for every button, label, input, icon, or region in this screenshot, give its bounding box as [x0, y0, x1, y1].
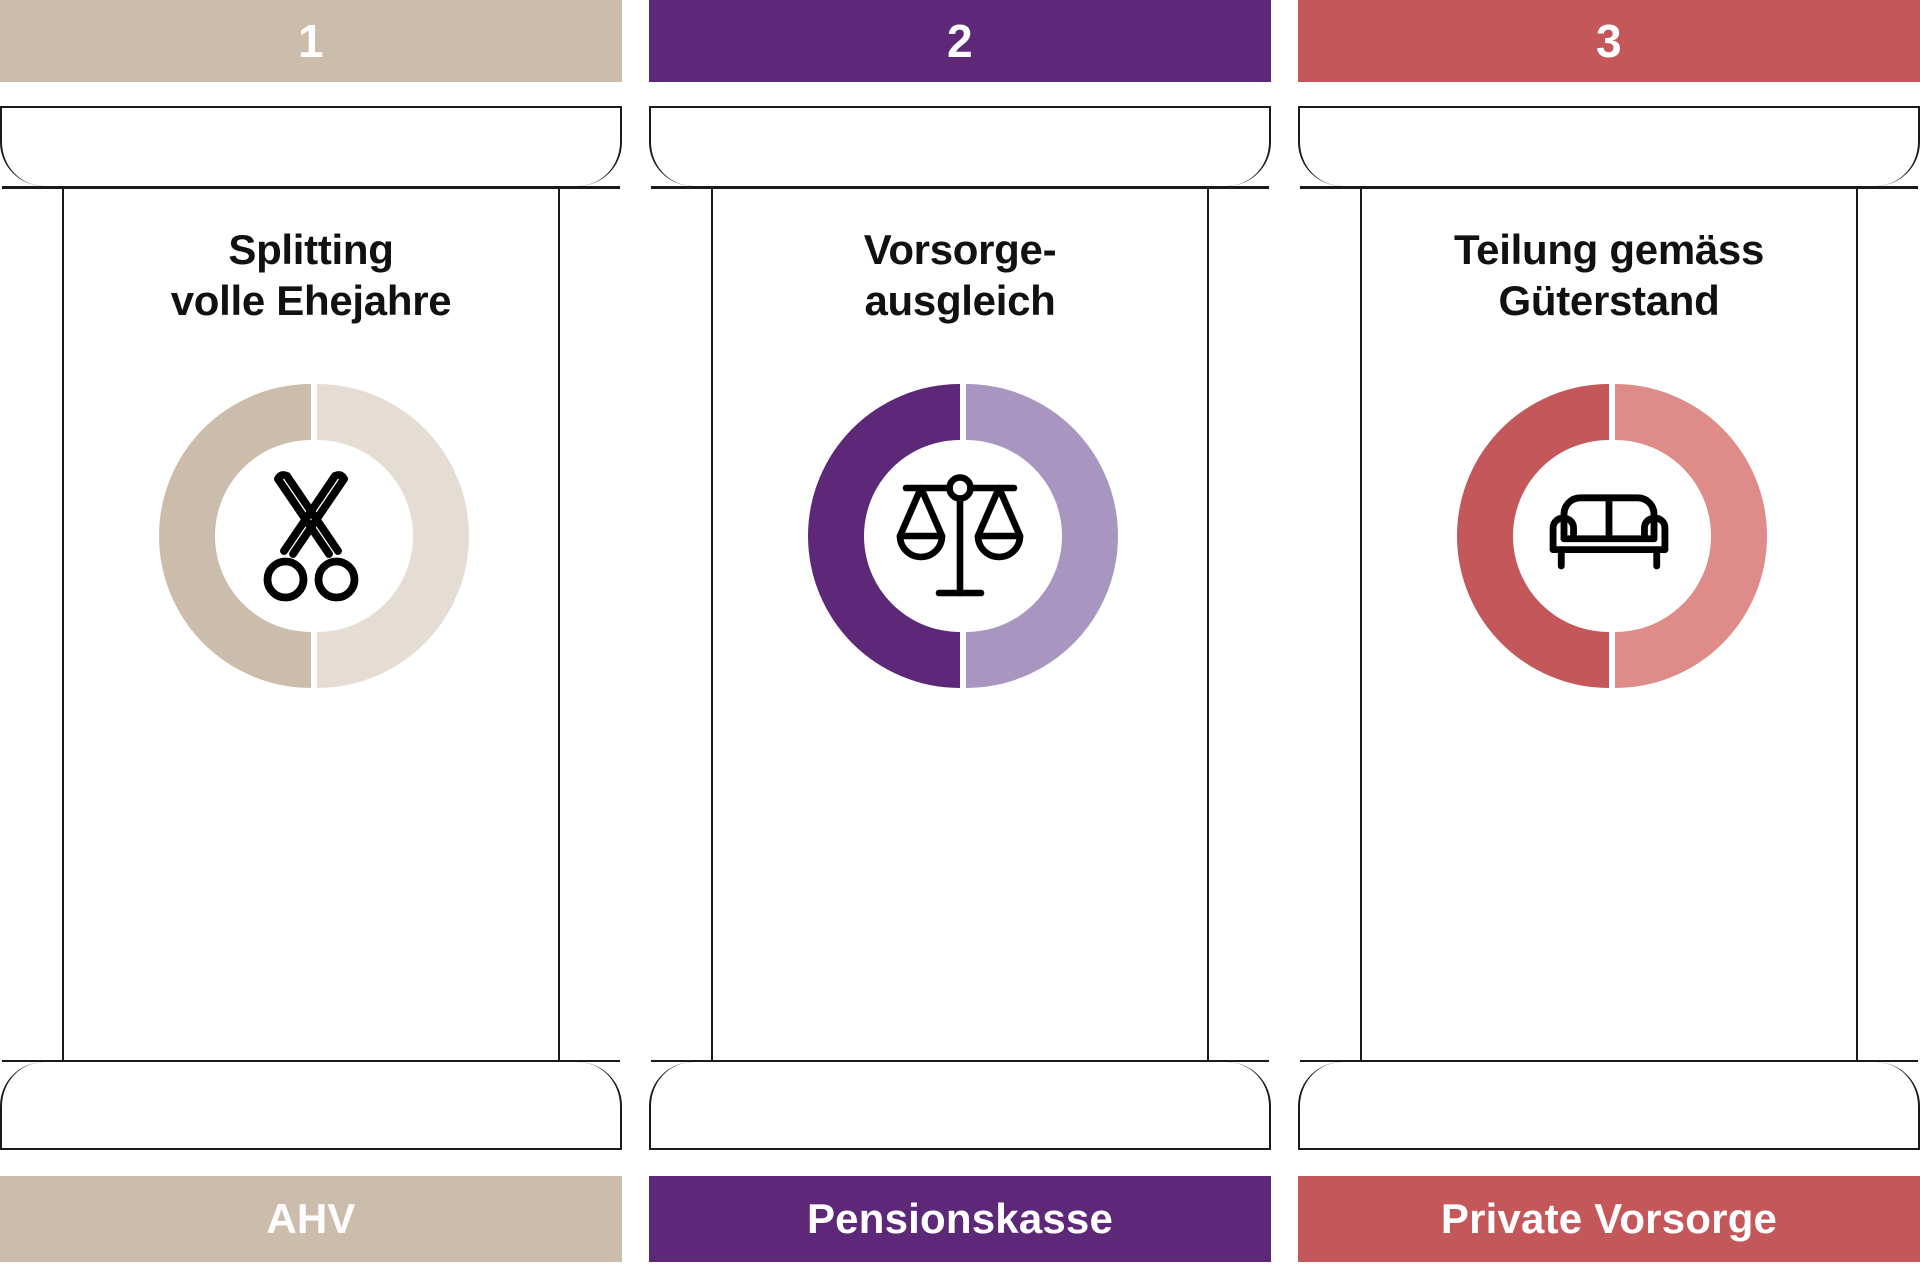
donut-chart-3 — [1437, 364, 1781, 708]
donut-svg-3 — [1457, 384, 1767, 689]
column-footer-label-1: AHV — [266, 1195, 356, 1242]
column-footer-band-3: Private Vorsorge — [1298, 1176, 1920, 1262]
sofa-icon — [1549, 494, 1669, 570]
column-number-band-3: 3 — [1298, 0, 1920, 82]
bottom-pad-2 — [649, 1262, 1271, 1270]
label-gap-1 — [0, 1150, 622, 1176]
pillar-capital-3 — [1298, 106, 1920, 189]
donut-slice-dark-2 — [808, 384, 960, 689]
column-headline-1: Splitting volle Ehejahre — [170, 226, 452, 325]
column-footer-band-1: AHV — [0, 1176, 622, 1262]
label-gap-2 — [649, 1150, 1271, 1176]
pillar-graphic-3: Teilung gemäss Güterstand — [1298, 106, 1920, 1150]
band-gap-3 — [1298, 82, 1920, 106]
pillar-base-2 — [649, 1059, 1271, 1150]
pillar-shaft-3: Teilung gemäss Güterstand — [1360, 186, 1858, 1062]
column-number-3: 3 — [1595, 15, 1623, 67]
column-headline-2: Vorsorge- ausgleich — [863, 226, 1057, 325]
scissors-icon — [263, 471, 359, 602]
pillar-base-1 — [0, 1059, 622, 1150]
donut-slice-dark-3 — [1457, 384, 1609, 689]
donut-slice-light-2 — [966, 384, 1118, 689]
donut-slice-light-3 — [1615, 384, 1767, 689]
pillar-capital-2 — [649, 106, 1271, 189]
column-headline-3: Teilung gemäss Güterstand — [1453, 226, 1765, 325]
band-gap-1 — [0, 82, 622, 106]
pillar-graphic-2: Vorsorge- ausgleich — [649, 106, 1271, 1150]
pillar-column-2: 2 Vorsorge- ausgleich — [649, 0, 1271, 1270]
icon-layer-2 — [788, 364, 1132, 708]
donut-slice-dark-1 — [159, 384, 311, 689]
pillar-capital-1 — [0, 106, 622, 189]
column-footer-band-2: Pensionskasse — [649, 1176, 1271, 1262]
donut-svg-1 — [159, 384, 469, 689]
pillar-column-1: 1 Splitting volle Ehejahre — [0, 0, 622, 1270]
bottom-pad-1 — [0, 1262, 622, 1270]
icon-layer-1 — [139, 364, 483, 708]
band-gap-2 — [649, 82, 1271, 106]
donut-chart-1 — [139, 364, 483, 708]
pillar-shaft-2: Vorsorge- ausgleich — [711, 186, 1209, 1062]
label-gap-3 — [1298, 1150, 1920, 1176]
column-number-2: 2 — [946, 15, 974, 67]
column-number-band-2: 2 — [649, 0, 1271, 82]
column-footer-label-3: Private Vorsorge — [1440, 1195, 1778, 1242]
column-number-1: 1 — [297, 15, 325, 67]
pillar-graphic-1: Splitting volle Ehejahre — [0, 106, 622, 1150]
donut-chart-2 — [788, 364, 1132, 708]
column-footer-label-2: Pensionskasse — [806, 1195, 1114, 1242]
donut-slice-light-1 — [317, 384, 469, 689]
bottom-pad-3 — [1298, 1262, 1920, 1270]
donut-svg-2 — [808, 384, 1118, 689]
pillar-base-3 — [1298, 1059, 1920, 1150]
column-number-band-1: 1 — [0, 0, 622, 82]
icon-layer-3 — [1437, 364, 1781, 708]
pillar-shaft-1: Splitting volle Ehejahre — [62, 186, 560, 1062]
pillar-column-3: 3 Teilung gemäss Güterstand — [1298, 0, 1920, 1270]
balance-scale-icon — [896, 474, 1024, 597]
